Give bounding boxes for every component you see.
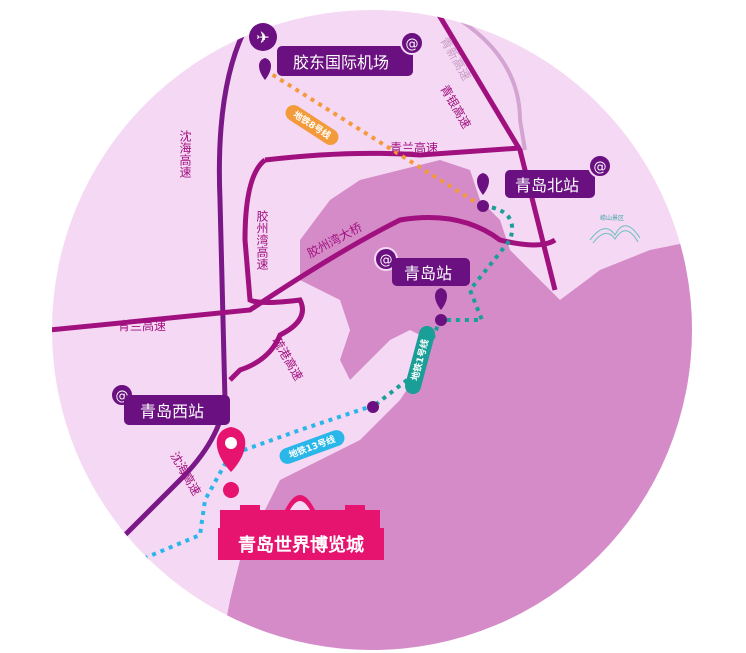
road-label-shenhai-top: 沈海高速 (178, 129, 192, 178)
station-dot (477, 200, 489, 212)
west-station-label[interactable]: 青岛西站 (124, 395, 230, 425)
location-pin-icon (477, 173, 489, 195)
rail-icon (400, 31, 424, 55)
metro-line-13 (139, 403, 376, 562)
qingdao-station-label[interactable]: 青岛站 (392, 258, 470, 286)
location-pin-icon (259, 58, 271, 80)
svg-text:青岛站: 青岛站 (404, 264, 452, 283)
north-station-label[interactable]: 青岛北站 (505, 170, 595, 198)
metro-line-1 (373, 204, 515, 407)
location-pin-icon (435, 288, 447, 310)
laoshan-label: 崂山景区 (600, 214, 624, 222)
svg-text:青岛世界博览城: 青岛世界博览城 (238, 534, 364, 556)
svg-text:✈: ✈ (256, 28, 269, 47)
expo-pin-icon (216, 427, 246, 472)
road-label-qinglan-top: 青兰高速 (390, 140, 438, 155)
laoshan-mountain-icon (589, 225, 641, 244)
road-label-jiaozhouwan-highway: 胶州湾高速 (255, 209, 269, 270)
svg-text:@: @ (406, 37, 419, 52)
svg-text:青岛北站: 青岛北站 (515, 176, 579, 195)
station-dot (367, 401, 379, 413)
svg-text:@: @ (594, 160, 607, 175)
svg-text:@: @ (380, 253, 393, 268)
airplane-icon (249, 23, 277, 51)
highways (52, 10, 558, 542)
rail-icon (588, 154, 612, 178)
expo-city-label[interactable]: 青岛世界博览城 (218, 528, 384, 560)
svg-text:胶东国际机场: 胶东国际机场 (293, 53, 389, 72)
expo-dot (223, 482, 239, 498)
metro-line-8 (263, 68, 482, 207)
svg-text:青岛西站: 青岛西站 (140, 402, 204, 421)
station-dot (435, 314, 447, 326)
airport-label[interactable]: 胶东国际机场 (277, 46, 413, 76)
expo-building-icon (220, 495, 380, 530)
road-label-qinglan-left: 青兰高速 (118, 318, 166, 333)
